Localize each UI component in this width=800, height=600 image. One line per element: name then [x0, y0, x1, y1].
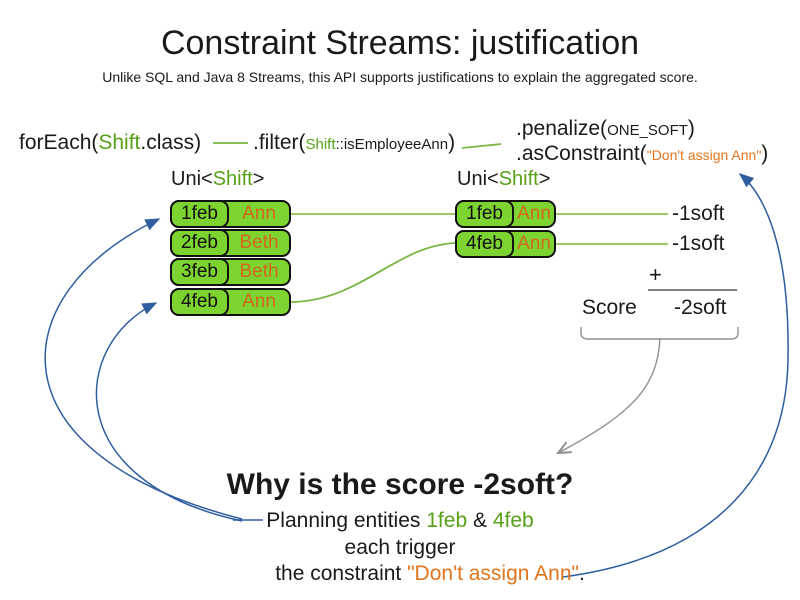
explanation-line-1: Planning entities 1feb & 4feb [266, 509, 534, 532]
score-total: -2soft [674, 296, 727, 319]
arrow-to-4feb [95, 302, 243, 522]
shift-employee: Ann [517, 233, 551, 254]
plus-sign: + [649, 262, 662, 287]
score-to-why-arrow [555, 338, 661, 455]
penalize-arg: ONE_SOFT [607, 122, 688, 139]
class-shift: Shift [305, 136, 336, 153]
shift-employee: Beth [239, 261, 279, 282]
uni-shift-label-right: Uni<Shift> [457, 168, 551, 190]
class-shift: Shift [98, 131, 141, 154]
slide-title: Constraint Streams: justification [160, 24, 640, 62]
shift-employee: Ann [517, 203, 551, 224]
code-filter: .filter(Shift::isEmployeeAnn) [253, 131, 456, 154]
score-bracket [580, 327, 739, 340]
table-row: 1feb Ann [455, 200, 556, 228]
table-row: 4feb Ann [455, 230, 556, 258]
explanation-line-2: each trigger [344, 536, 456, 559]
shift-date: 1feb [170, 200, 229, 228]
code-asconstraint: .asConstraint("Don't assign Ann") [516, 142, 769, 165]
table-row: 4feb Ann [170, 288, 291, 316]
uni-shift-label-left: Uni<Shift> [171, 168, 265, 190]
code-foreach: forEach(Shift.class) [19, 131, 202, 154]
why-heading: Why is the score -2soft? [226, 468, 574, 501]
shift-employee: Ann [242, 291, 276, 312]
shift-date: 1feb [455, 200, 514, 228]
entity-ref-1feb: 1feb [426, 509, 468, 532]
link-4feb [289, 242, 457, 303]
table-row: 2feb Beth [170, 229, 291, 257]
score-label: Score [582, 296, 637, 319]
code-penalize: .penalize(ONE_SOFT) [516, 117, 695, 140]
constraint-name: "Don't assign Ann" [646, 147, 762, 163]
slide-subtitle: Unlike SQL and Java 8 Streams, this API … [102, 69, 698, 85]
table-row: 1feb Ann [170, 200, 291, 228]
match-score-2: -1soft [672, 232, 725, 255]
shift-date: 4feb [455, 230, 514, 258]
entity-ref-4feb: 4feb [492, 509, 534, 532]
shift-employee: Ann [242, 203, 276, 224]
table-row: 3feb Beth [170, 258, 291, 286]
shift-employee: Beth [239, 232, 279, 253]
match-score-1: -1soft [672, 202, 725, 225]
constraint-name-ref: "Don't assign Ann" [407, 562, 579, 585]
shift-date: 3feb [170, 258, 229, 286]
explanation-line-3: the constraint "Don't assign Ann". [275, 562, 585, 585]
arrow-to-1feb [44, 218, 243, 520]
code-connector-2 [461, 143, 502, 149]
arrow-to-constraint [562, 173, 789, 578]
shift-date: 4feb [170, 288, 229, 316]
shift-date: 2feb [170, 229, 229, 257]
